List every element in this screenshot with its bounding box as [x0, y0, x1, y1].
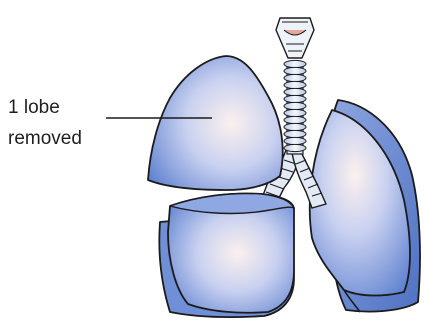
larynx [276, 18, 314, 58]
remaining-lower-lobe [159, 194, 294, 318]
trachea [284, 60, 306, 154]
right-lung [310, 100, 420, 312]
annotation-label-line-2: removed [8, 127, 82, 151]
annotation-label-line-1: 1 lobe [8, 96, 60, 120]
tracheal-rings [284, 60, 306, 151]
removed-lobe [148, 56, 283, 190]
